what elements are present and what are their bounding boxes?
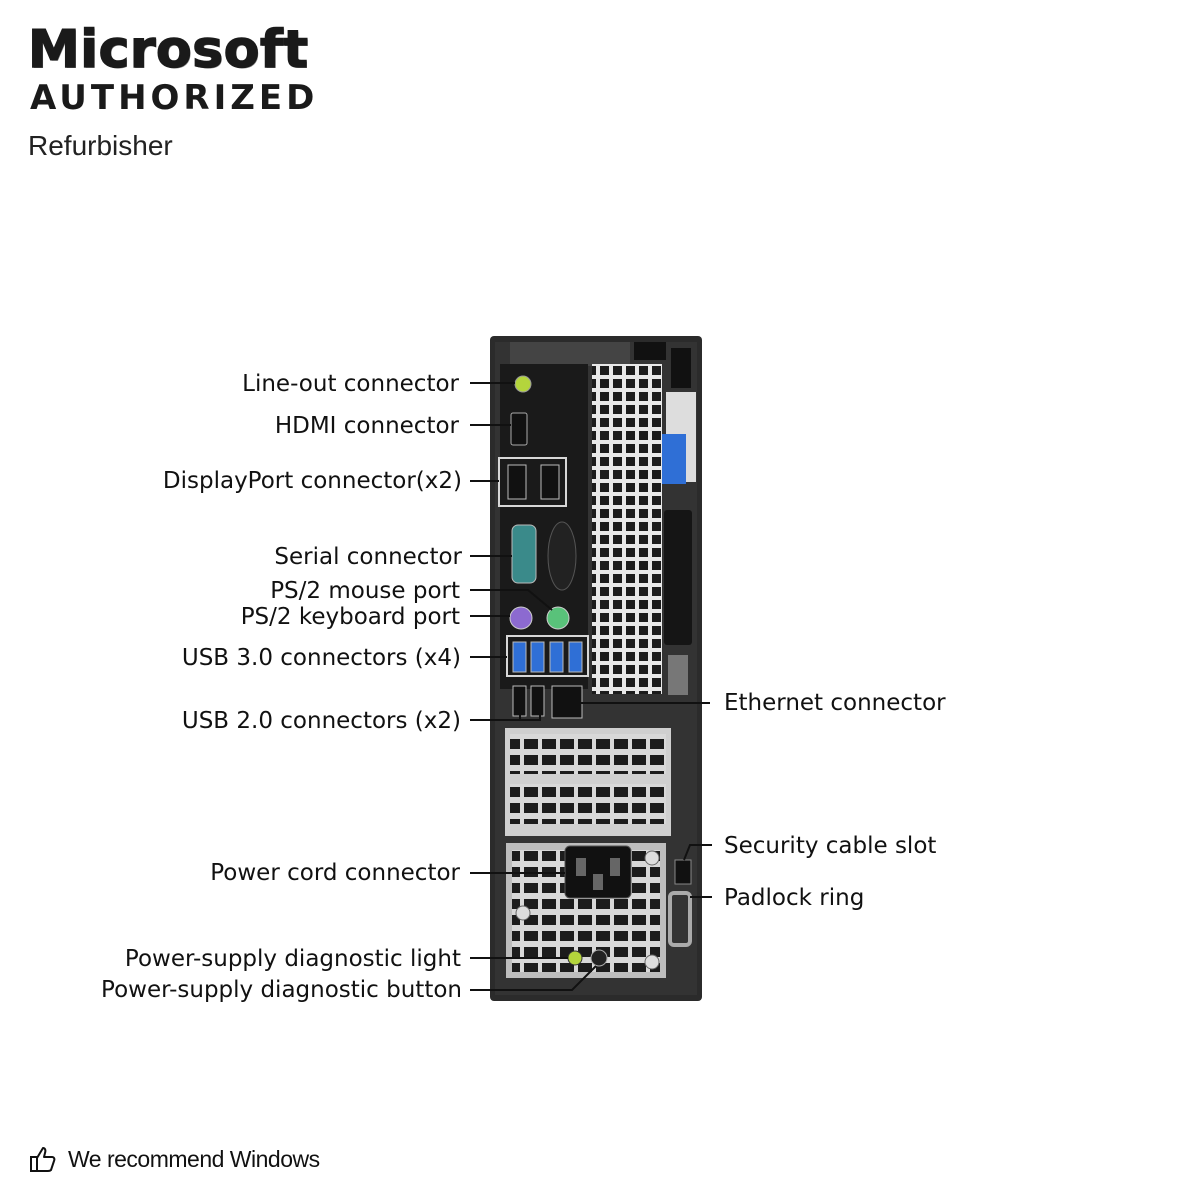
- label-serial: Serial connector: [274, 544, 462, 570]
- label-security-slot: Security cable slot: [724, 833, 936, 859]
- ethernet-port[interactable]: [551, 685, 583, 719]
- usb3-port-1[interactable]: [512, 641, 527, 673]
- brand-role: Refurbisher: [28, 130, 173, 161]
- usb2-port-2[interactable]: [530, 685, 545, 717]
- serial-port[interactable]: [511, 524, 537, 584]
- label-psu-light: Power-supply diagnostic light: [125, 946, 461, 972]
- expansion-slot-1: [510, 734, 666, 774]
- padlock-ring[interactable]: [668, 891, 692, 947]
- label-line-out: Line-out connector: [242, 371, 459, 397]
- label-ps2-keyboard: PS/2 keyboard port: [241, 604, 460, 630]
- displayport-1[interactable]: [507, 464, 527, 500]
- psu-diagnostic-button[interactable]: [590, 949, 608, 967]
- blue-latch: [662, 434, 686, 484]
- microsoft-authorized-logo: Microsoft AUTHORIZED Refurbisher: [27, 20, 319, 162]
- expansion-slot-2: [510, 784, 666, 824]
- leader-lines: [470, 382, 712, 991]
- label-displayport: DisplayPort connector(x2): [163, 468, 462, 494]
- label-padlock: Padlock ring: [724, 885, 864, 911]
- hdmi-port[interactable]: [510, 412, 528, 446]
- thumbs-up-icon: [30, 1147, 56, 1172]
- footer-text: We recommend Windows: [68, 1145, 320, 1172]
- usb3-port-4[interactable]: [568, 641, 583, 673]
- label-usb2: USB 2.0 connectors (x2): [182, 708, 461, 734]
- label-usb3: USB 3.0 connectors (x4): [182, 645, 461, 671]
- line-out-port[interactable]: [514, 375, 532, 393]
- label-power-cord: Power cord connector: [210, 860, 460, 886]
- label-ethernet: Ethernet connector: [724, 690, 946, 716]
- ps2-keyboard-port[interactable]: [509, 606, 533, 630]
- brand-status: AUTHORIZED: [30, 78, 319, 118]
- ps2-mouse-port[interactable]: [546, 606, 570, 630]
- displayport-2[interactable]: [540, 464, 560, 500]
- computer-chassis: [490, 336, 702, 1001]
- label-ps2-mouse: PS/2 mouse port: [270, 578, 460, 604]
- label-hdmi: HDMI connector: [275, 413, 460, 439]
- security-cable-slot[interactable]: [674, 859, 692, 885]
- io-ports: [498, 375, 589, 719]
- footer: We recommend Windows: [28, 1144, 320, 1174]
- usb3-port-2[interactable]: [530, 641, 545, 673]
- usb3-port-3[interactable]: [549, 641, 564, 673]
- label-psu-button: Power-supply diagnostic button: [101, 977, 462, 1003]
- brand-name: Microsoft: [27, 20, 309, 80]
- vent-grill: [592, 364, 662, 694]
- psu-diagnostic-light: [567, 950, 583, 966]
